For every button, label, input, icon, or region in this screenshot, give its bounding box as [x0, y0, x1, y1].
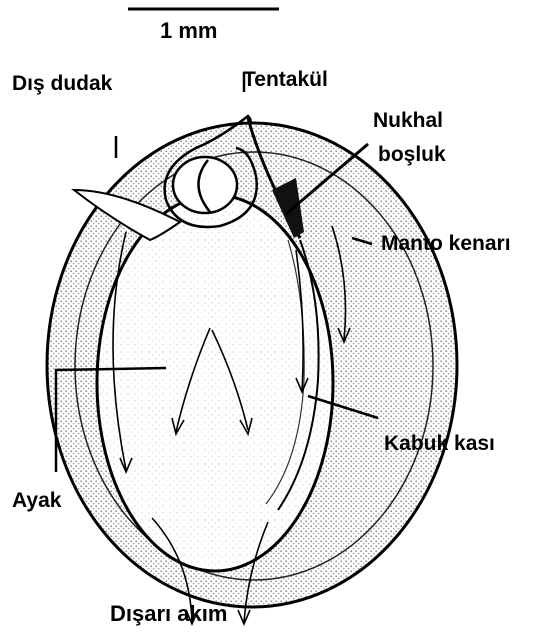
- label-tentakul: Tentakül: [243, 69, 328, 90]
- label-kabuk-kasi: Kabuk kası: [384, 433, 495, 454]
- label-manto-kenari: Manto kenarı: [381, 233, 511, 254]
- label-bosluk: boşluk: [378, 144, 446, 165]
- label-dis-dudak: Dış dudak: [12, 73, 112, 94]
- label-disari-akim: Dışarı akım: [110, 603, 227, 625]
- scale-label: 1 mm: [160, 20, 217, 42]
- label-ayak: Ayak: [12, 490, 61, 511]
- label-nukhal: Nukhal: [373, 110, 443, 131]
